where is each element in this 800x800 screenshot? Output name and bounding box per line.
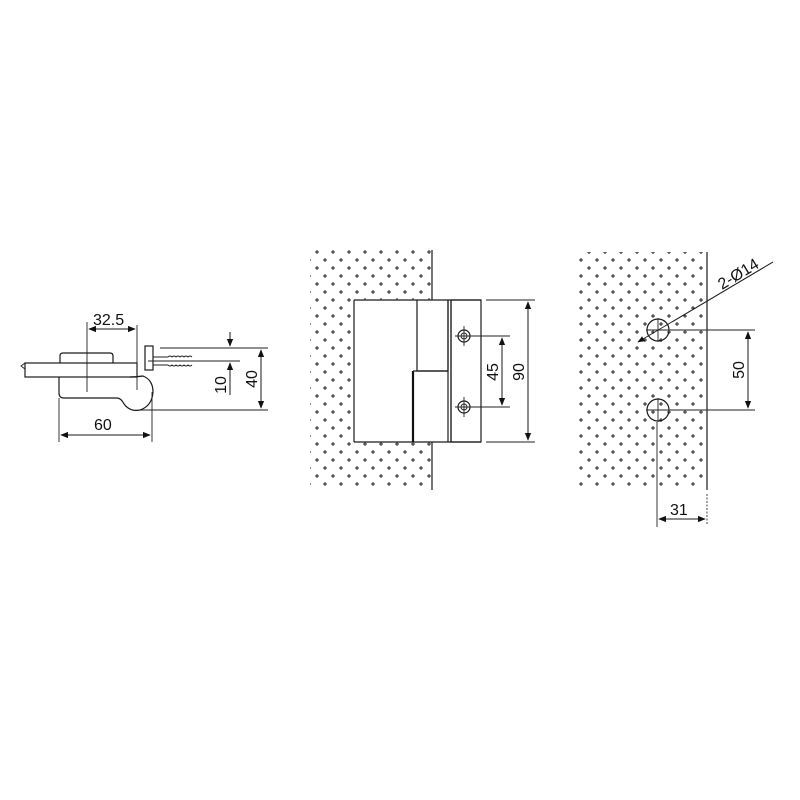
dimension-31: 31 — [656, 422, 706, 527]
wall-hatch — [310, 250, 432, 490]
hinge-leaf — [416, 300, 449, 372]
dimension-90: 90 — [486, 299, 535, 443]
front-view: 45 90 — [310, 250, 535, 490]
dimension-45: 45 — [470, 335, 510, 408]
anchor-screw — [153, 355, 200, 367]
label-50: 50 — [731, 361, 748, 379]
side-view: 32.5 60 40 10 — [20, 312, 268, 442]
label-31: 31 — [670, 502, 688, 519]
hinge-plate — [450, 299, 482, 443]
glass-panel — [20, 362, 138, 378]
dimension-50: 50 — [670, 329, 755, 411]
label-90: 90 — [511, 363, 528, 381]
hinge-body — [58, 375, 154, 411]
glass-hatch — [578, 252, 706, 490]
label-40: 40 — [244, 370, 261, 388]
dimension-40: 40 — [140, 347, 268, 411]
clamp-top — [59, 352, 114, 363]
label-60: 60 — [94, 417, 112, 434]
label-2-dia-14: 2-Ø14 — [715, 256, 762, 294]
dimension-60: 60 — [58, 392, 153, 442]
label-32-5: 32.5 — [93, 312, 124, 329]
dimension-32-5: 32.5 — [88, 312, 138, 390]
label-10: 10 — [213, 376, 230, 394]
hole-bottom — [646, 398, 670, 422]
cutout-view: 2-Ø14 50 31 — [578, 252, 774, 527]
label-45: 45 — [485, 363, 502, 381]
hinge-pin — [144, 345, 154, 371]
dimension-10: 10 — [213, 332, 234, 395]
